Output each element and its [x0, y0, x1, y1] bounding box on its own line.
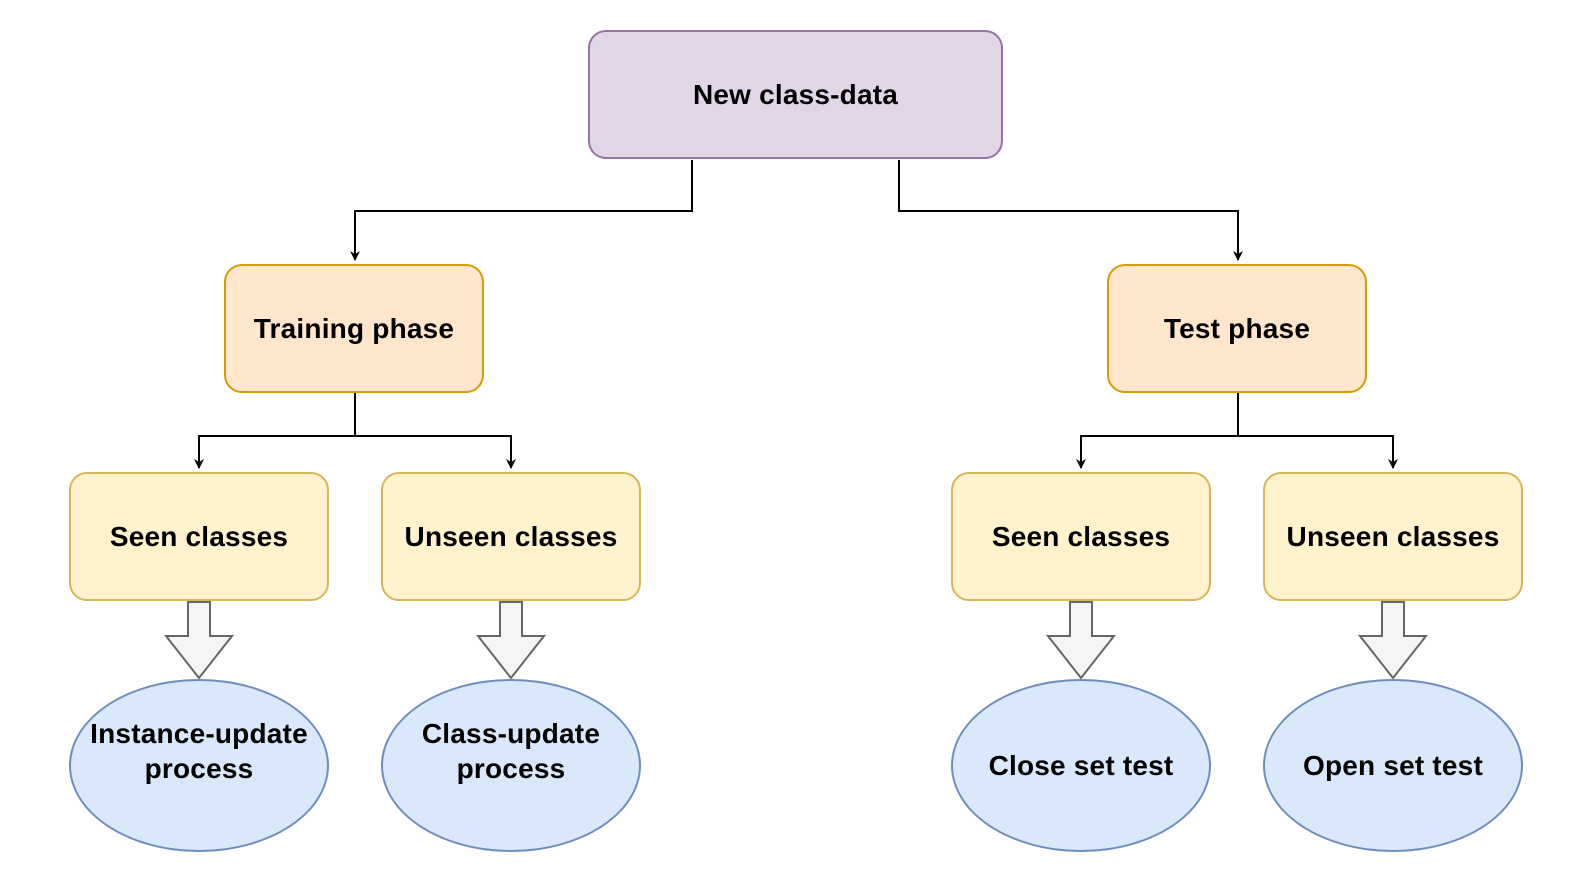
node-test-phase: Test phase: [1107, 264, 1367, 393]
node-new-class-data-label: New class-data: [692, 79, 899, 110]
node-test-seen-classes: Seen classes: [951, 472, 1211, 601]
node-open-set-test: Open set test: [1263, 679, 1523, 852]
node-close-set-test-label: Close set test: [988, 750, 1174, 781]
node-instance-update-process-label: Instance-update process: [90, 717, 308, 784]
node-test-unseen-classes: Unseen classes: [1263, 472, 1523, 601]
node-training-phase-label: Training phase: [253, 313, 455, 344]
node-training-phase: Training phase: [224, 264, 484, 393]
node-close-set-test: Close set test: [951, 679, 1211, 852]
block-arrow-seen-to-instance: [163, 601, 235, 680]
node-class-update-process: Class-update process: [381, 679, 641, 852]
node-new-class-data: New class-data: [588, 30, 1003, 159]
node-training-unseen-classes-label: Unseen classes: [404, 521, 618, 552]
edge-test-to-unseen: [1238, 435, 1398, 469]
edge-test-to-seen: [1076, 393, 1239, 469]
block-arrow-seen-to-close: [1045, 601, 1117, 680]
node-training-seen-classes-label: Seen classes: [109, 521, 289, 552]
node-test-phase-label: Test phase: [1163, 313, 1311, 344]
node-training-unseen-classes: Unseen classes: [381, 472, 641, 601]
edge-training-to-seen: [194, 393, 356, 469]
edge-root-to-test: [898, 160, 1243, 261]
node-class-update-process-label: Class-update process: [421, 717, 601, 784]
node-instance-update-process: Instance-update process: [69, 679, 329, 852]
node-open-set-test-label: Open set test: [1303, 750, 1483, 781]
edge-training-to-unseen: [355, 435, 516, 469]
node-training-seen-classes: Seen classes: [69, 472, 329, 601]
edge-root-to-training: [350, 160, 693, 261]
node-test-seen-classes-label: Seen classes: [991, 521, 1171, 552]
block-arrow-unseen-to-class: [475, 601, 547, 680]
node-test-unseen-classes-label: Unseen classes: [1286, 521, 1500, 552]
block-arrow-unseen-to-open: [1357, 601, 1429, 680]
